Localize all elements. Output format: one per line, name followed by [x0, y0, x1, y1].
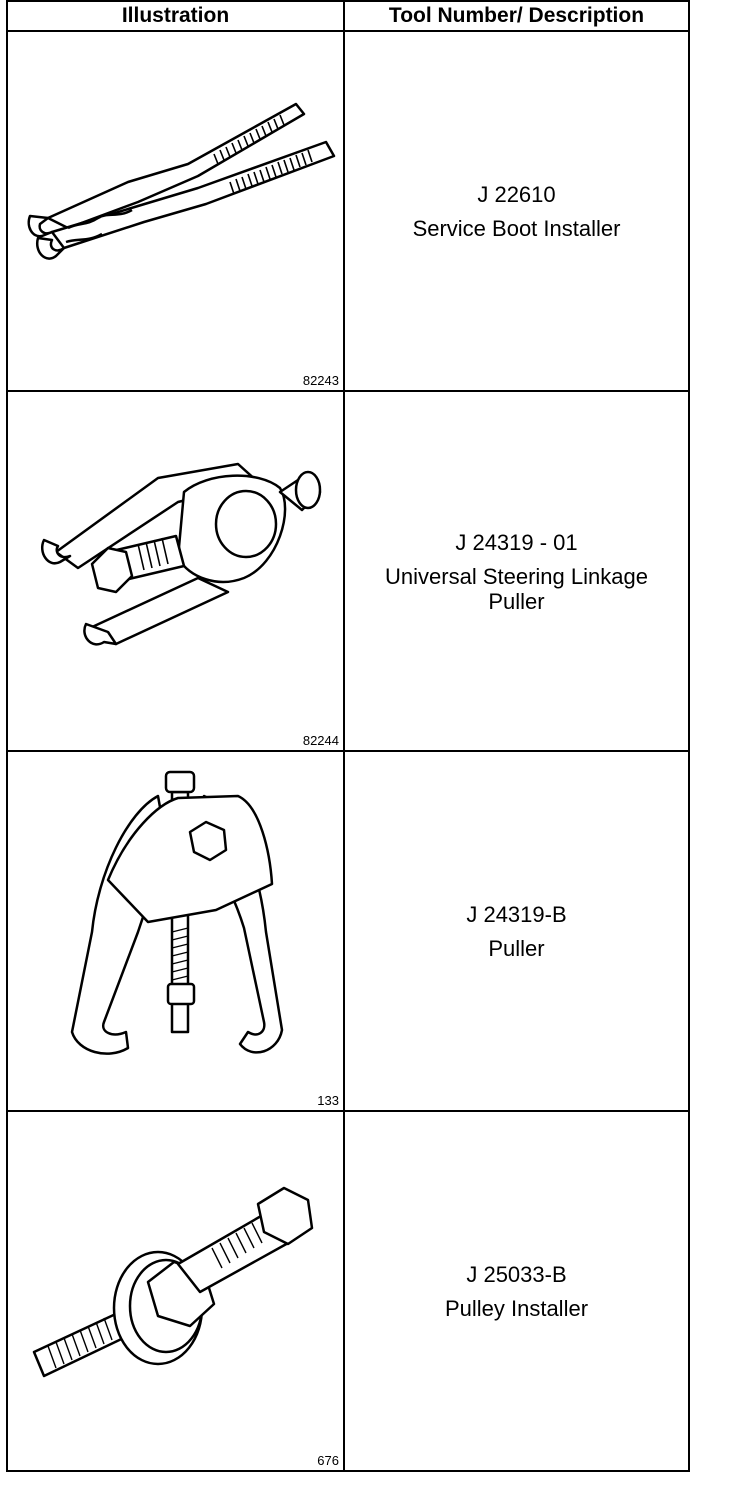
- description-cell: J 22610 Service Boot Installer: [343, 30, 690, 392]
- tool-description: Puller: [488, 936, 545, 961]
- illustration-cell: 82244: [6, 390, 345, 752]
- table-row: 82244 J 24319 - 01 Universal Steering Li…: [6, 390, 690, 752]
- special-tools-table: Illustration Tool Number/ Description: [6, 0, 690, 1472]
- figure-number: 82244: [302, 733, 339, 748]
- illustration-cell: 676: [6, 1110, 345, 1472]
- description-cell: J 25033-B Pulley Installer: [343, 1110, 690, 1472]
- steering-linkage-puller-icon: [41, 462, 322, 646]
- tool-description: Pulley Installer: [444, 1296, 589, 1321]
- figure-number: 676: [317, 1453, 339, 1468]
- tool-number: J 22610: [477, 182, 556, 207]
- description-cell: J 24319 - 01 Universal Steering Linkage …: [343, 390, 690, 752]
- table-row: 676 J 25033-B Pulley Installer: [6, 1110, 690, 1472]
- illustration-cell: 82243: [6, 30, 345, 392]
- column-header-description: Tool Number/ Description: [343, 0, 690, 32]
- illustration-cell: 133: [6, 750, 345, 1112]
- tool-number: J 24319 - 01: [455, 529, 578, 555]
- figure-number: 133: [317, 1093, 339, 1108]
- figure-number: 82243: [302, 373, 339, 388]
- tool-description: Universal Steering Linkage Puller: [385, 563, 648, 614]
- description-cell: J 24319-B Puller: [343, 750, 690, 1112]
- two-jaw-puller-icon: [70, 770, 284, 1055]
- table-row: 133 J 24319-B Puller: [6, 750, 690, 1112]
- tool-description: Service Boot Installer: [412, 216, 621, 241]
- table-header-row: Illustration Tool Number/ Description: [6, 0, 690, 32]
- tool-number: J 25033-B: [466, 1262, 567, 1287]
- boot-installer-pliers-icon: [27, 102, 336, 260]
- tool-number: J 24319-B: [466, 902, 567, 927]
- column-header-illustration: Illustration: [6, 0, 345, 32]
- pulley-installer-bolt-icon: [32, 1186, 314, 1378]
- table-row: 82243 J 22610 Service Boot Installer: [6, 30, 690, 392]
